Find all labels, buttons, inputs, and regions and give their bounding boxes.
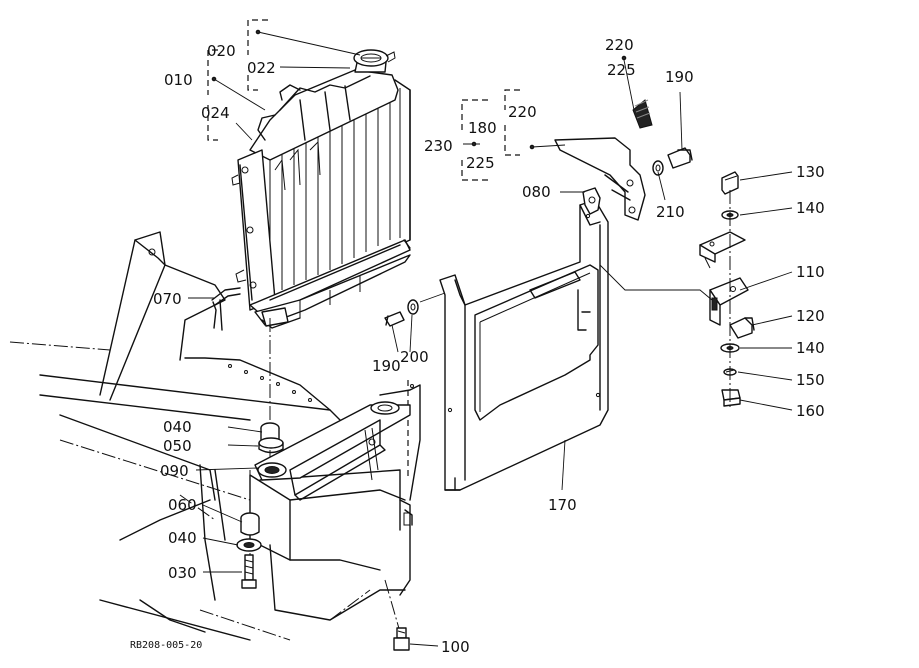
label-150: 150 (796, 371, 825, 389)
washer-200-guide (419, 292, 446, 303)
label-100: 100 (441, 638, 470, 656)
label-225: 225 (466, 154, 495, 172)
label-160: 160 (796, 402, 825, 420)
label-120: 120 (796, 307, 825, 325)
label-230: 230 (424, 137, 453, 155)
clip-080 (582, 187, 601, 215)
label-180: 180 (468, 119, 497, 137)
label-060: 060 (168, 496, 197, 514)
label-220-top: 220 (605, 36, 634, 54)
part-labels: 020 010 022 024 220 225 190 220 180 230 … (130, 36, 825, 656)
label-200: 200 (400, 348, 429, 366)
label-024: 024 (201, 104, 230, 122)
label-170: 170 (548, 496, 577, 514)
label-050: 050 (163, 437, 192, 455)
cushion-040-lower (236, 538, 262, 552)
cushion-060 (240, 512, 260, 536)
drawing-code: RB208-005-20 (130, 640, 202, 651)
leader-lines (188, 29, 793, 647)
bolt-120 (729, 317, 755, 339)
washer-210 (652, 160, 664, 176)
label-080: 080 (522, 183, 551, 201)
shroud-panel-170 (439, 199, 609, 491)
bolt-190-lower (384, 311, 405, 327)
bolt-130 (721, 171, 739, 195)
assembly-brackets (207, 19, 520, 181)
label-190-lower: 190 (372, 357, 401, 375)
label-020: 020 (207, 42, 236, 60)
label-110: 110 (796, 263, 825, 281)
pipe-070 (211, 287, 241, 331)
label-130: 130 (796, 163, 825, 181)
label-210: 210 (656, 203, 685, 221)
label-140-lower: 140 (796, 339, 825, 357)
label-022: 022 (247, 59, 276, 77)
bolt-190-upper (667, 147, 693, 169)
drain-axis (384, 579, 401, 633)
mount-bracket-090 (254, 401, 411, 501)
bracket-110-guide (599, 264, 713, 301)
label-plate-225 (632, 99, 653, 129)
stay-bracket-220 (554, 137, 646, 221)
label-220: 220 (508, 103, 537, 121)
label-030: 030 (168, 564, 197, 582)
label-040-lower: 040 (168, 529, 197, 547)
label-090: 090 (160, 462, 189, 480)
plate-upper (699, 231, 746, 269)
label-225-top: 225 (607, 61, 636, 79)
label-070: 070 (153, 290, 182, 308)
radiator-assembly (231, 49, 411, 329)
nut-160 (721, 389, 741, 407)
collar-050 (258, 437, 284, 454)
drain-plug-100 (393, 627, 410, 651)
label-140-upper: 140 (796, 199, 825, 217)
bracket-110 (709, 277, 749, 326)
label-190-upper: 190 (665, 68, 694, 86)
washer-200 (407, 299, 419, 315)
label-010: 010 (164, 71, 193, 89)
bolt-030 (241, 554, 257, 589)
label-040-upper: 040 (163, 418, 192, 436)
